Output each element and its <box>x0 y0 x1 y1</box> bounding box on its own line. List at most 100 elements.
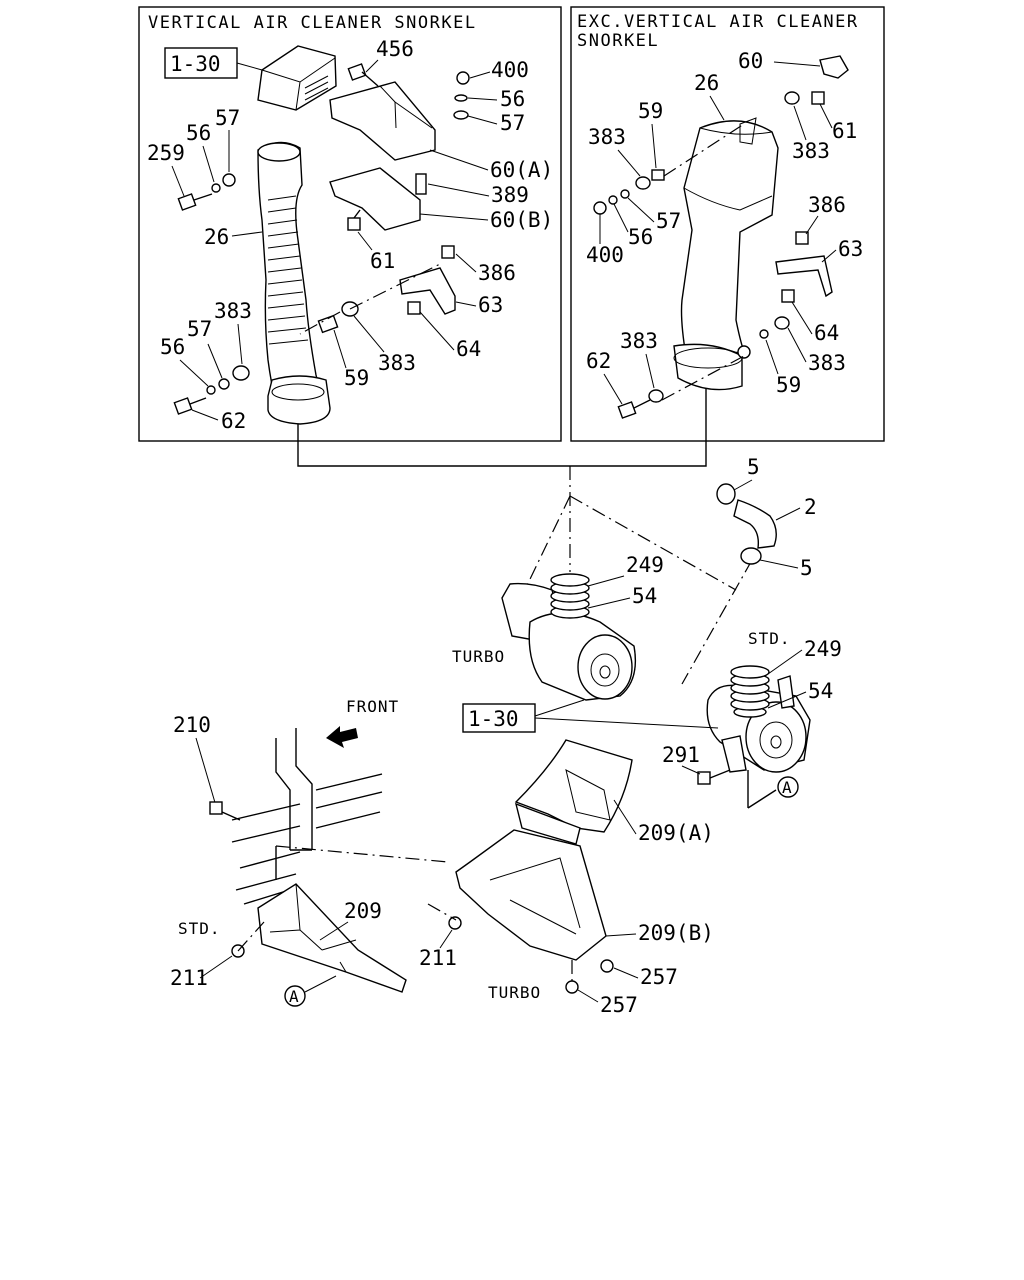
callout-211-right: 211 <box>419 946 457 970</box>
duct-26-right <box>680 120 779 357</box>
callout-63-left: 63 <box>478 293 503 317</box>
collar-59-right-top <box>651 169 665 181</box>
connector-lines <box>297 388 753 685</box>
callout-59-right-top: 59 <box>638 99 663 123</box>
clamp-5-top <box>716 483 736 505</box>
callout-62-left: 62 <box>221 409 246 433</box>
std-air-cleaner <box>706 665 811 809</box>
snorkel-duct-26 <box>257 141 323 411</box>
stud-389 <box>415 173 427 195</box>
left-panel-title: VERTICAL AIR CLEANER SNORKEL <box>148 13 477 33</box>
bolt-456 <box>347 63 379 87</box>
circle-a-top <box>777 776 799 798</box>
callout-56-top: 56 <box>500 87 525 111</box>
grommet-383-left <box>232 365 250 381</box>
bolt-62-left <box>173 397 207 415</box>
callout-211-left: 211 <box>170 966 208 990</box>
washer-57-bottom <box>218 378 230 390</box>
bolt-386 <box>441 245 455 259</box>
callout-62-right: 62 <box>586 349 611 373</box>
nut-211-right <box>448 916 462 930</box>
right-panel-title: EXC.VERTICAL AIR CLEANER <box>577 12 859 32</box>
bracket-209 <box>257 883 407 993</box>
callout-456: 456 <box>376 37 414 61</box>
label-front: FRONT <box>346 697 399 716</box>
turbo-air-cleaner <box>501 573 637 701</box>
callout-249-std: 249 <box>804 637 842 661</box>
right-panel-title-line2: SNORKEL <box>577 31 659 51</box>
bolt-64 <box>407 301 421 315</box>
callout-54-std: 54 <box>808 679 833 703</box>
callout-383-left-mid: 383 <box>378 351 416 375</box>
nut-400-right <box>593 201 607 215</box>
washer-56-right <box>608 195 618 205</box>
callout-56-right: 56 <box>628 225 653 249</box>
bolt-386-right <box>795 231 809 245</box>
callout-54-turbo: 54 <box>632 584 657 608</box>
hose-249-turbo <box>550 573 590 619</box>
callout-63-right: 63 <box>838 237 863 261</box>
callout-386-right: 386 <box>808 193 846 217</box>
callout-5-top: 5 <box>747 455 760 479</box>
ref-box-top-label: 1-30 <box>170 52 221 76</box>
callout-56-left: 56 <box>186 121 211 145</box>
circle-a-bottom <box>284 985 306 1007</box>
callout-60b: 60(B) <box>490 208 553 232</box>
bolt-62-right <box>617 399 651 419</box>
callout-291: 291 <box>662 743 700 767</box>
callout-210: 210 <box>173 713 211 737</box>
ref-box-mid-label: 1-30 <box>468 707 519 731</box>
bracket-60b <box>329 167 421 231</box>
washer-57-left <box>222 173 236 187</box>
callout-386-left: 386 <box>478 261 516 285</box>
hose-elbow-2 <box>716 483 777 565</box>
callout-383-right-a: 383 <box>588 125 626 149</box>
washer-56-left <box>211 183 221 193</box>
callout-389: 389 <box>491 183 529 207</box>
bolt-259 <box>177 193 213 211</box>
bolt-64-right <box>781 289 795 303</box>
callout-57-bottom: 57 <box>187 317 212 341</box>
frame-and-brackets: FRONT 210 209 STD. 211 A 209(A) <box>170 697 714 1017</box>
callout-383-right-c: 383 <box>808 351 846 375</box>
callout-57-left: 57 <box>215 106 240 130</box>
callout-400: 400 <box>491 58 529 82</box>
callout-400-right: 400 <box>586 243 624 267</box>
front-arrow-icon <box>326 726 358 748</box>
std-cleaner-cap <box>745 701 807 773</box>
clamp-5-bottom <box>740 547 762 565</box>
callout-249-turbo: 249 <box>626 553 664 577</box>
callout-257-left: 257 <box>600 993 638 1017</box>
callout-59-left: 59 <box>344 366 369 390</box>
callout-209: 209 <box>344 899 382 923</box>
collar-59-right-bottom <box>759 329 769 339</box>
grommet-383-mid-right <box>635 176 651 190</box>
callout-26-right: 26 <box>694 71 719 95</box>
callout-64-left: 64 <box>456 337 481 361</box>
callout-26-left: 26 <box>204 225 229 249</box>
callout-64-right: 64 <box>814 321 839 345</box>
hose-249-std <box>730 665 770 718</box>
nut-400 <box>456 71 470 85</box>
label-turbo-bracket: TURBO <box>488 983 541 1002</box>
callout-56-bottom: 56 <box>160 335 185 359</box>
callout-2: 2 <box>804 495 817 519</box>
collar-59 <box>317 314 339 334</box>
bracket-209b <box>455 829 607 961</box>
callout-57-top: 57 <box>500 111 525 135</box>
bolt-210 <box>209 801 241 821</box>
right-duct-assembly <box>593 55 849 419</box>
callout-60a: 60(A) <box>490 158 553 182</box>
washer-56-bottom <box>206 385 216 395</box>
grommet-383-bottom-right <box>648 389 664 403</box>
callout-383-right-b: 383 <box>792 139 830 163</box>
left-snorkel-assembly: 1-30 <box>164 45 470 425</box>
bracket-63 <box>399 267 456 315</box>
left-panel-callouts: 456 400 56 57 60(A) 389 60(B) 57 56 259 … <box>147 37 553 433</box>
callout-57-right: 57 <box>656 209 681 233</box>
bolt-61 <box>347 209 361 231</box>
callout-60-right: 60 <box>738 49 763 73</box>
callout-61-left: 61 <box>370 249 395 273</box>
turbo-cleaner-cap <box>577 634 633 700</box>
